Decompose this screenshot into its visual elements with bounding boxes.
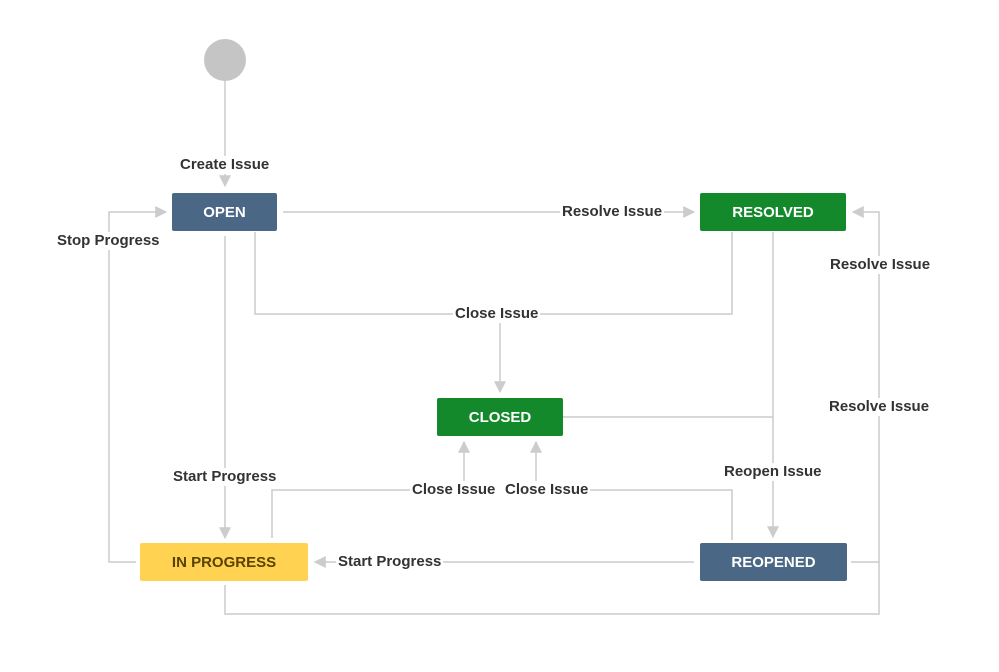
status-in-progress[interactable]: IN PROGRESS bbox=[140, 543, 308, 581]
transition-reopen-issue[interactable]: Reopen Issue bbox=[722, 463, 824, 481]
status-closed[interactable]: CLOSED bbox=[437, 398, 563, 436]
close-issue-reopened-line bbox=[530, 440, 733, 540]
status-label: OPEN bbox=[203, 203, 246, 221]
transition-close-issue-top[interactable]: Close Issue bbox=[453, 305, 541, 323]
transition-stop-progress[interactable]: Stop Progress bbox=[55, 232, 162, 250]
status-label: REOPENED bbox=[731, 553, 816, 571]
start-node bbox=[204, 39, 246, 81]
transition-create-issue[interactable]: Create Issue bbox=[178, 156, 272, 174]
transition-resolve-issue-right-top[interactable]: Resolve Issue bbox=[828, 256, 933, 274]
transition-start-progress-open[interactable]: Start Progress bbox=[171, 468, 279, 486]
status-label: CLOSED bbox=[468, 408, 532, 426]
resolve-issue-inprogress-line bbox=[224, 562, 880, 615]
resolve-issue-reopened-line bbox=[851, 206, 880, 563]
status-label: IN PROGRESS bbox=[171, 553, 277, 571]
status-reopened[interactable]: REOPENED bbox=[700, 543, 847, 581]
status-open[interactable]: OPEN bbox=[172, 193, 277, 231]
transition-resolve-issue-open[interactable]: Resolve Issue bbox=[560, 203, 665, 221]
close-issue-inprogress-line bbox=[271, 440, 470, 538]
transition-close-issue-reopened[interactable]: Close Issue bbox=[503, 481, 591, 499]
close-issue-open-line bbox=[254, 232, 733, 315]
transition-close-issue-inprogress[interactable]: Close Issue bbox=[410, 481, 498, 499]
status-resolved[interactable]: RESOLVED bbox=[700, 193, 846, 231]
transition-resolve-issue-right-bottom[interactable]: Resolve Issue bbox=[827, 398, 932, 416]
status-label: RESOLVED bbox=[732, 203, 814, 221]
transition-start-progress-reopened[interactable]: Start Progress bbox=[336, 553, 444, 571]
stop-progress-line bbox=[108, 206, 168, 563]
